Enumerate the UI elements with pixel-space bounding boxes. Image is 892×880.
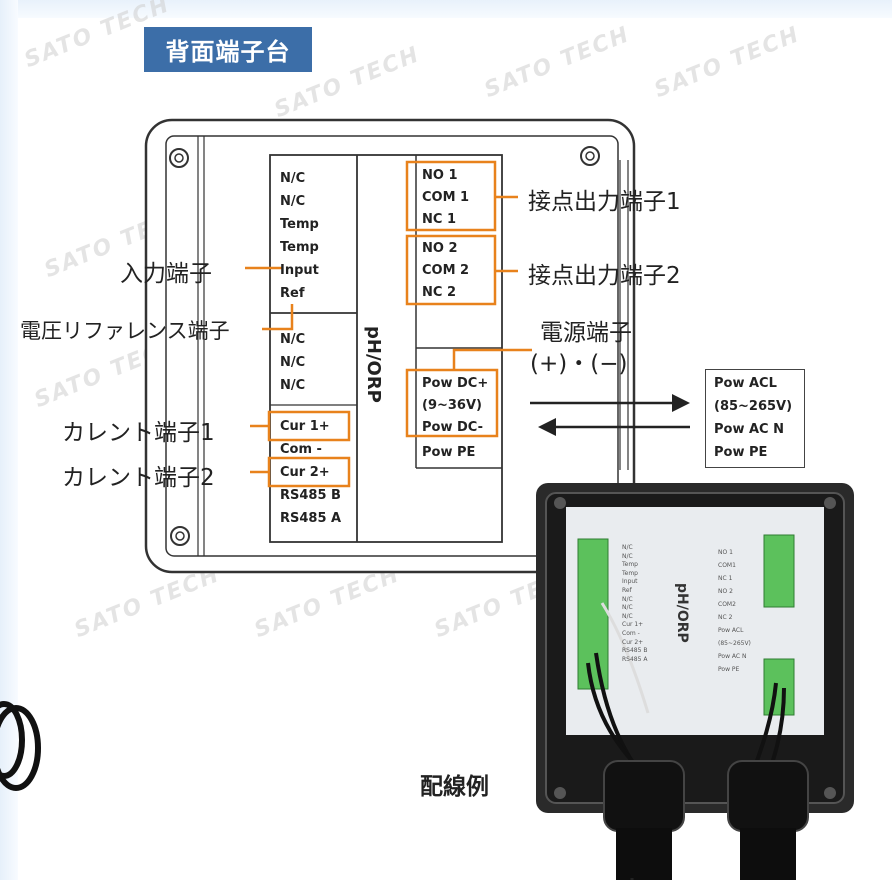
power-terminal-label: 電源端子: [540, 320, 632, 346]
terminal-label: N/C: [280, 355, 306, 370]
current-terminal-1-label: カレント端子1: [62, 420, 215, 446]
terminal-label: Com -: [280, 442, 322, 457]
photo-terminal-label: Ref: [622, 586, 632, 594]
photo-terminal-label: N/C: [622, 595, 633, 603]
ac-terminal-label: Pow PE: [714, 445, 768, 460]
photo-board-label: pH/ORP: [674, 583, 690, 643]
photo-terminal-label: Cur 2+: [622, 638, 644, 646]
terminal-label: NO 1: [422, 168, 458, 183]
current-terminal-2-label: カレント端子2: [62, 465, 215, 491]
photo-terminal-label: NO 2: [718, 588, 733, 595]
photo-terminal-label: N/C: [622, 552, 633, 560]
contact-output-2-label: 接点出力端子2: [528, 263, 681, 289]
photo-terminal-label: Temp: [622, 561, 638, 569]
terminal-label: COM 1: [422, 190, 470, 205]
photo-terminal-label: NC 1: [718, 575, 733, 582]
top-band: [0, 0, 892, 18]
photo-terminal-label: COM2: [718, 601, 736, 608]
photo-terminal-label: RS485 A: [622, 655, 648, 663]
terminal-label: N/C: [280, 171, 306, 186]
terminal-label: COM 2: [422, 263, 470, 278]
power-polarity-label: (+)・(−): [530, 351, 628, 377]
left-band: [0, 0, 18, 880]
photo-terminal-label: Pow ACL: [718, 627, 744, 634]
ac-terminal-label: Pow AC N: [714, 422, 785, 437]
photo-terminal-label: N/C: [622, 612, 633, 620]
photo-terminal-label: Pow AC N: [718, 653, 747, 660]
terminal-label: N/C: [280, 194, 306, 209]
photo-terminal-label: Cur 1+: [622, 621, 644, 629]
photo-terminal-label: Pow PE: [718, 666, 740, 673]
terminal-label: Cur 1+: [280, 419, 330, 434]
terminal-label: RS485 A: [280, 511, 342, 526]
terminal-label: N/C: [280, 378, 306, 393]
photo-right-terminals: NO 1 COM1 NC 1 NO 2 COM2 NC 2 Pow ACL (85~265V)…: [718, 546, 751, 676]
terminal-label: Temp: [280, 217, 319, 232]
terminal-label: N/C: [280, 332, 306, 347]
voltage-reference-label: 電圧リファレンス端子: [20, 319, 230, 343]
terminal-label: RS485 B: [280, 488, 341, 503]
photo-terminal-label: NC 2: [718, 614, 733, 621]
input-terminal-label: 入力端子: [120, 261, 212, 287]
photo-terminal-label: Com -: [622, 629, 640, 637]
photo-terminal-label: Temp: [622, 569, 638, 577]
photo-terminal-label: N/C: [622, 604, 633, 612]
ac-terminal-label: (85~265V): [714, 399, 793, 414]
photo-terminal-label: Input: [622, 578, 638, 586]
photo-terminal-label: COM1: [718, 562, 736, 569]
terminal-label: Pow DC-: [422, 420, 484, 435]
terminal-label: Pow DC+: [422, 376, 489, 391]
wiring-example-caption: 配線例: [420, 774, 489, 800]
terminal-label: Ref: [280, 286, 305, 301]
board-label: pH/ORP: [363, 326, 384, 403]
photo-terminal-label: N/C: [622, 544, 633, 551]
terminal-label: Pow PE: [422, 445, 476, 460]
terminal-label: (9~36V): [422, 398, 482, 413]
contact-output-1-label: 接点出力端子1: [528, 189, 681, 215]
photo-terminal-label: RS485 B: [622, 647, 648, 655]
ac-power-box: Pow ACL (85~265V) Pow AC N Pow PE: [705, 369, 805, 468]
terminal-label: Temp: [280, 240, 319, 255]
photo-terminal-label: (85~265V): [718, 640, 751, 647]
terminal-label: NC 2: [422, 285, 456, 300]
photo-terminal-label: NO 1: [718, 549, 733, 556]
page-title: 背面端子台: [144, 27, 312, 72]
terminal-label: Input: [280, 263, 319, 278]
terminal-label: NO 2: [422, 241, 458, 256]
terminal-label: NC 1: [422, 212, 456, 227]
ac-terminal-label: Pow ACL: [714, 376, 777, 391]
terminal-label: Cur 2+: [280, 465, 330, 480]
